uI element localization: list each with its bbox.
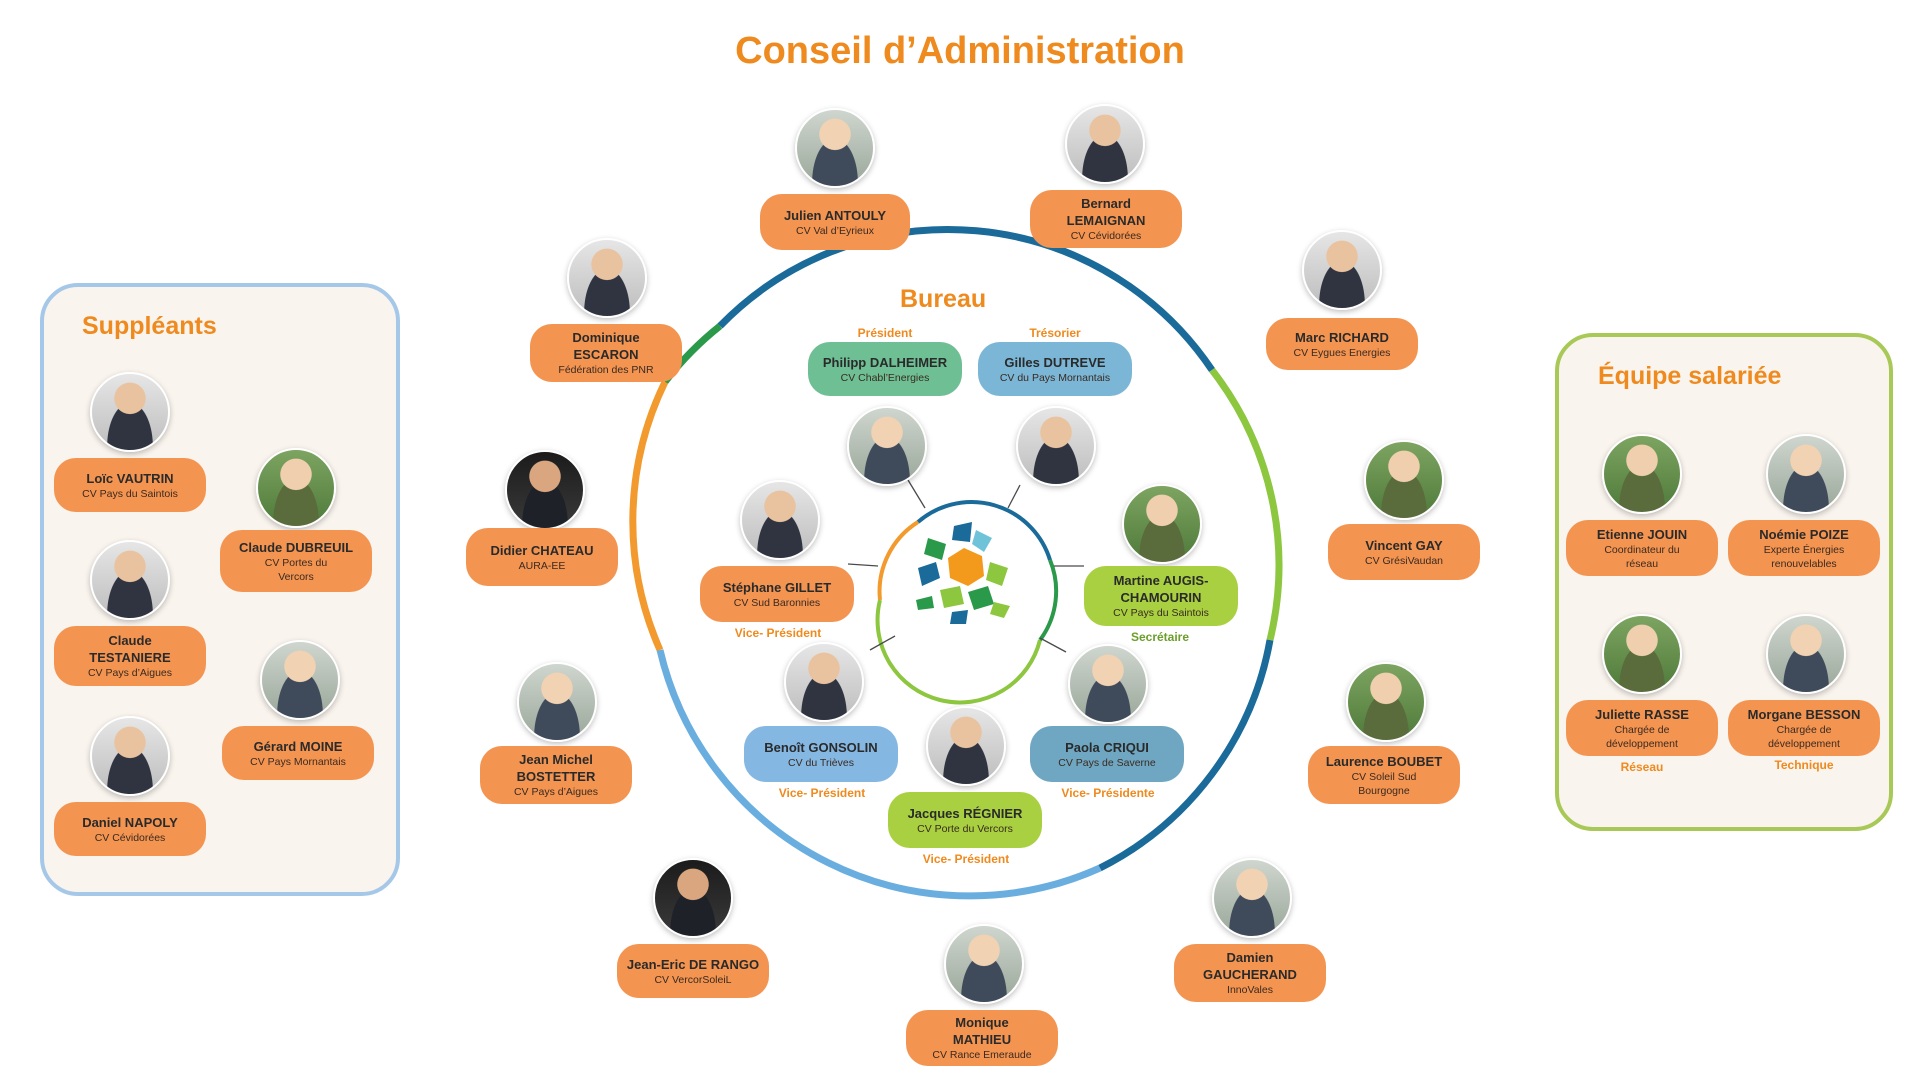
avatar-didier-chateau xyxy=(505,450,585,530)
bureau-title: Bureau xyxy=(900,285,987,313)
avatar-gilles-dutreve xyxy=(1016,406,1096,486)
board-card-marc-richard: Marc RICHARD CV Eygues Energies xyxy=(1266,318,1418,370)
avatar-martine-augis-chamourin xyxy=(1122,484,1202,564)
role-reseau: Réseau xyxy=(1620,760,1664,774)
board-card-damien-gaucherand: Damien GAUCHERAND InnoVales xyxy=(1174,944,1326,1002)
role-president: Président xyxy=(857,326,913,340)
avatar-noemie-poize xyxy=(1766,434,1846,514)
bureau-card-martine-augis-chamourin: Martine AUGIS-CHAMOURIN CV Pays du Saint… xyxy=(1084,566,1238,626)
role-vice-president-2: Vice- Président xyxy=(778,786,866,800)
avatar-monique-mathieu xyxy=(944,924,1024,1004)
inner-ring-c xyxy=(875,599,1042,705)
spoke-6 xyxy=(1039,637,1067,653)
network-logo-icon xyxy=(916,522,1010,624)
avatar-julien-antouly xyxy=(795,108,875,188)
spoke-3 xyxy=(847,563,879,567)
avatar-damien-gaucherand xyxy=(1212,858,1292,938)
equipe-card-etienne-jouin: Etienne JOUIN Coordinateur du réseau xyxy=(1566,520,1718,576)
suppleants-title: Suppléants xyxy=(82,312,217,340)
board-card-jean-michel-bostetter: Jean Michel BOSTETTER CV Pays d’Aigues xyxy=(480,746,632,804)
equipe-card-juliette-rasse: Juliette RASSE Chargée de développement xyxy=(1566,700,1718,756)
avatar-loic-vautrin xyxy=(90,372,170,452)
avatar-philipp-dalheimer xyxy=(847,406,927,486)
ring-segment-bottom xyxy=(1098,639,1274,872)
avatar-dominique-escaron xyxy=(567,238,647,318)
spoke-5 xyxy=(869,635,896,651)
equipe-card-morgane-besson: Morgane BESSON Chargée de développement xyxy=(1728,700,1880,756)
ring-segment-right xyxy=(1209,367,1283,641)
role-vice-presidente: Vice- Présidente xyxy=(1061,786,1155,800)
bureau-card-jacques-regnier: Jacques RÉGNIER CV Porte du Vercors xyxy=(888,792,1042,848)
bureau-card-stephane-gillet: Stéphane GILLET CV Sud Baronnies xyxy=(700,566,854,622)
avatar-etienne-jouin xyxy=(1602,434,1682,514)
inner-ring-d xyxy=(1038,559,1059,642)
board-card-didier-chateau: Didier CHATEAU AURA-EE xyxy=(466,528,618,586)
board-card-monique-mathieu: Monique MATHIEU CV Rance Emeraude xyxy=(906,1010,1058,1066)
avatar-claude-testaniere xyxy=(90,540,170,620)
avatar-jean-michel-bostetter xyxy=(517,662,597,742)
role-vice-president-3: Vice- Président xyxy=(922,852,1010,866)
avatar-bernard-lemaignan xyxy=(1065,104,1145,184)
board-card-laurence-boubet: Laurence BOUBET CV Soleil Sud Bourgogne xyxy=(1308,746,1460,804)
avatar-jacques-regnier xyxy=(926,706,1006,786)
bureau-card-gilles-dutreve: Gilles DUTREVE CV du Pays Mornantais xyxy=(978,342,1132,396)
avatar-vincent-gay xyxy=(1364,440,1444,520)
avatar-benoit-gonsolin xyxy=(784,642,864,722)
suppleant-card-claude-dubreuil: Claude DUBREUIL CV Portes du Vercors xyxy=(220,530,372,592)
suppleant-card-claude-testaniere: Claude TESTANIERE CV Pays d’Aigues xyxy=(54,626,206,686)
spoke-2 xyxy=(1007,484,1021,509)
avatar-claude-dubreuil xyxy=(256,448,336,528)
avatar-marc-richard xyxy=(1302,230,1382,310)
equipe-title: Équipe salariée xyxy=(1598,362,1782,390)
role-technique: Technique xyxy=(1774,758,1834,772)
bureau-card-benoit-gonsolin: Benoît GONSOLIN CV du Trièves xyxy=(744,726,898,782)
page-title: Conseil d’Administration xyxy=(735,30,1185,72)
avatar-laurence-boubet xyxy=(1346,662,1426,742)
avatar-paola-criqui xyxy=(1068,644,1148,724)
board-card-dominique-escaron: Dominique ESCARON Fédération des PNR xyxy=(530,324,682,382)
role-tresorier: Trésorier xyxy=(1029,326,1081,340)
avatar-jean-eric-de-rango xyxy=(653,858,733,938)
suppleant-card-loic-vautrin: Loïc VAUTRIN CV Pays du Saintois xyxy=(54,458,206,512)
role-secretaire: Secrétaire xyxy=(1130,630,1190,644)
board-card-vincent-gay: Vincent GAY CV GrésiVaudan xyxy=(1328,524,1480,580)
suppleant-card-daniel-napoly: Daniel NAPOLY CV Cévidorées xyxy=(54,802,206,856)
avatar-morgane-besson xyxy=(1766,614,1846,694)
role-vice-president-1: Vice- Président xyxy=(734,626,822,640)
bureau-card-philipp-dalheimer: Philipp DALHEIMER CV Chabl’Energies xyxy=(808,342,962,396)
equipe-card-noemie-poize: Noémie POIZE Experte Énergies renouvelab… xyxy=(1728,520,1880,576)
inner-ring-a xyxy=(916,500,1052,561)
board-card-jean-eric-de-rango: Jean-Eric DE RANGO CV VercorSoleiL xyxy=(617,944,769,998)
ring-segment-bottom-left xyxy=(656,649,1102,900)
spoke-1 xyxy=(907,479,926,509)
avatar-stephane-gillet xyxy=(740,480,820,560)
avatar-juliette-rasse xyxy=(1602,614,1682,694)
bureau-card-paola-criqui: Paola CRIQUI CV Pays de Saverne xyxy=(1030,726,1184,782)
ring-segment-top xyxy=(717,226,1215,372)
suppleant-card-gerard-moine: Gérard MOINE CV Pays Mornantais xyxy=(222,726,374,780)
avatar-gerard-moine xyxy=(260,640,340,720)
board-card-bernard-lemaignan: Bernard LEMAIGNAN CV Cévidorées xyxy=(1030,190,1182,248)
ring-segment-left xyxy=(629,380,669,652)
avatar-daniel-napoly xyxy=(90,716,170,796)
inner-ring-b xyxy=(877,520,920,601)
board-card-julien-antouly: Julien ANTOULY CV Val d’Eyrieux xyxy=(760,194,910,250)
